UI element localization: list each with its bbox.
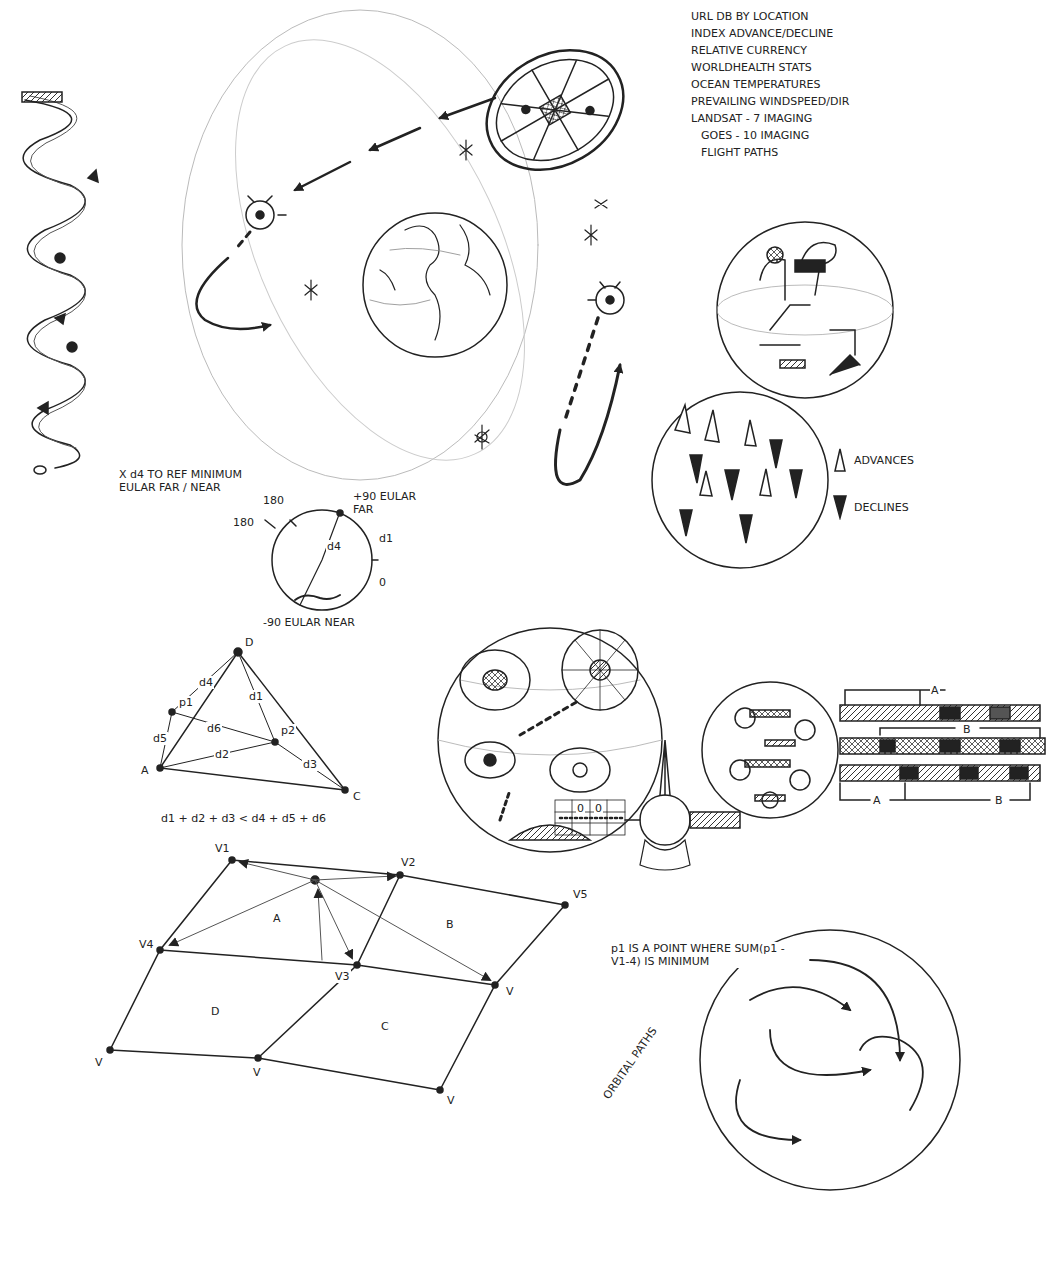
- sketch-label: d3: [302, 758, 318, 771]
- sketch-label: V3: [334, 970, 351, 983]
- sketch-label: -90 EULAR NEAR: [262, 616, 356, 629]
- sketch-label: X d4 TO REF MINIMUM EULAR FAR / NEAR: [118, 468, 260, 494]
- sketch-label: d6: [206, 722, 222, 735]
- legend-text: ADVANCES: [854, 454, 914, 467]
- sketch-label: p1 IS A POINT WHERE SUM(p1 - V1-4) IS MI…: [610, 942, 787, 968]
- sketch-label: d1 + d2 + d3 < d4 + d5 + d6: [160, 812, 327, 825]
- sketch-label: A: [930, 684, 940, 697]
- legend-item: ADVANCES: [832, 447, 914, 473]
- sketch-label: d1: [378, 532, 394, 545]
- sketch-label: d4: [198, 676, 214, 689]
- sketch-label: C: [352, 790, 362, 803]
- sketch-label: p1: [178, 696, 194, 709]
- sketch-label: D: [244, 636, 254, 649]
- sketch-label: ORBITAL PATHS: [600, 1024, 660, 1102]
- sketch-label: OCEAN TEMPERATURES: [690, 78, 822, 91]
- sketch-label: B: [445, 918, 455, 931]
- sketch-label: V: [446, 1094, 456, 1107]
- sketch-label: +90 EULAR FAR: [352, 490, 434, 516]
- legend-symbol: [832, 494, 848, 520]
- sketch-label: d1: [248, 690, 264, 703]
- sketch-label: B: [962, 723, 972, 736]
- sketch-label: V: [505, 985, 515, 998]
- sketch-label: d2: [214, 748, 230, 761]
- sketch-label: 0: [594, 802, 603, 815]
- sketch-label: PREVAILING WINDSPEED/DIR: [690, 95, 850, 108]
- sketch-label: 180: [262, 494, 285, 507]
- sketch-label: A: [872, 794, 882, 807]
- sketch-label: 0: [378, 576, 387, 589]
- sketch-label: V4: [138, 938, 155, 951]
- sketch-label: C: [380, 1020, 390, 1033]
- sketch-label: D: [210, 1005, 220, 1018]
- sketch-label: V2: [400, 856, 417, 869]
- sketch-label: B: [994, 794, 1004, 807]
- sketch-label: A: [140, 764, 150, 777]
- sketch-label: FLIGHT PATHS: [700, 146, 779, 159]
- sketch-label: 0: [576, 802, 585, 815]
- sketch-label: V: [252, 1066, 262, 1079]
- sketch-label: LANDSAT - 7 IMAGING: [690, 112, 813, 125]
- legend-text: DECLINES: [854, 501, 909, 514]
- sketch-label: V1: [214, 842, 231, 855]
- sketch-label: p2: [280, 724, 296, 737]
- sketch-label: RELATIVE CURRENCY: [690, 44, 808, 57]
- sketch-label: 180: [232, 516, 255, 529]
- sketch-label: d5: [152, 732, 168, 745]
- sketch-label: A: [272, 912, 282, 925]
- sketch-label: INDEX ADVANCE/DECLINE: [690, 27, 834, 40]
- legend-symbol: [832, 447, 848, 473]
- sketch-label: WORLDHEALTH STATS: [690, 61, 813, 74]
- sketch-label: GOES - 10 IMAGING: [700, 129, 810, 142]
- sketch-label: V: [94, 1056, 104, 1069]
- legend-item: DECLINES: [832, 494, 909, 520]
- sketch-label: V5: [572, 888, 589, 901]
- sketch-label: d4: [326, 540, 342, 553]
- sketch-label: URL DB BY LOCATION: [690, 10, 810, 23]
